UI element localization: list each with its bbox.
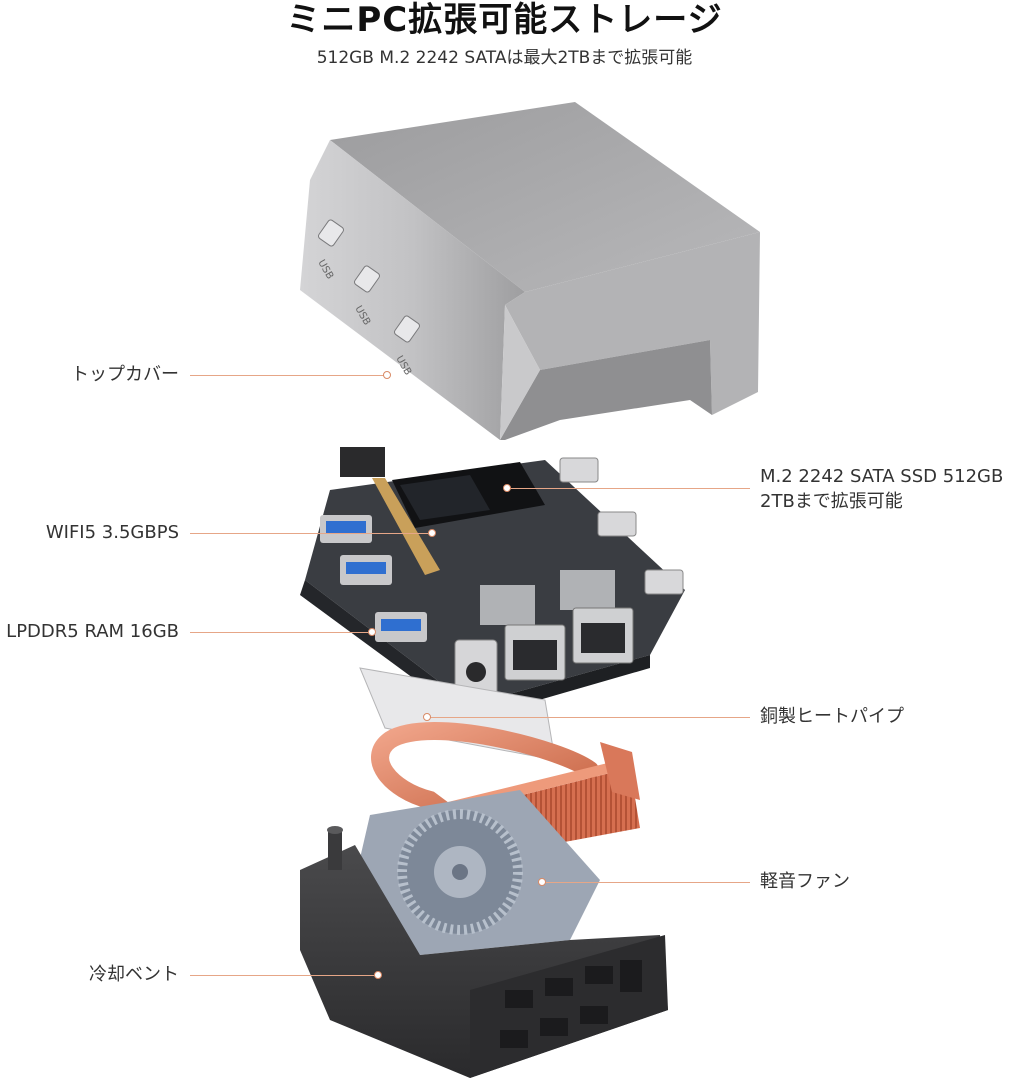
label-ssd-line1: M.2 2242 SATA SSD 512GB <box>760 466 1004 487</box>
label-top-cover: トップカバー <box>71 364 179 385</box>
label-ram: LPDDR5 RAM 16GB <box>6 621 179 642</box>
top-cover: USB USB USB <box>300 102 760 440</box>
leader-dot-wifi <box>428 529 436 537</box>
cooling-fan <box>355 790 600 955</box>
label-wifi: WIFI5 3.5GBPS <box>45 522 179 543</box>
label-vent: 冷却ベント <box>89 964 179 985</box>
leader-ram <box>190 632 370 633</box>
label-fan: 軽音ファン <box>760 871 850 892</box>
leader-dot-top-cover <box>383 371 391 379</box>
leader-dot-vent <box>374 971 382 979</box>
ethernet-ports <box>504 607 634 681</box>
leader-top-cover <box>190 375 386 376</box>
hdmi-ports <box>559 457 684 595</box>
wifi-antenna-bracket <box>340 447 385 477</box>
ram-chip <box>480 585 535 625</box>
label-heat-pipe: 銅製ヒートパイプ <box>760 706 904 727</box>
leader-dot-heat-pipe <box>423 713 431 721</box>
leader-dot-ram <box>368 628 376 636</box>
leader-fan <box>543 882 750 883</box>
leader-dot-ssd <box>503 484 511 492</box>
leader-vent <box>190 975 376 976</box>
page-title: ミニPC拡張可能ストレージ <box>286 0 723 40</box>
leader-ssd <box>508 488 750 489</box>
vent-slots <box>500 960 642 1048</box>
usb-ports-left <box>320 515 427 642</box>
leader-wifi <box>190 533 430 534</box>
motherboard <box>300 447 685 720</box>
bottom-chassis <box>300 826 668 1078</box>
label-ssd-line2: 2TBまで拡張可能 <box>760 491 903 512</box>
page-subtitle: 512GB M.2 2242 SATAは最大2TBまで拡張可能 <box>316 48 693 68</box>
leader-heat-pipe <box>428 717 750 718</box>
leader-dot-fan <box>538 878 546 886</box>
